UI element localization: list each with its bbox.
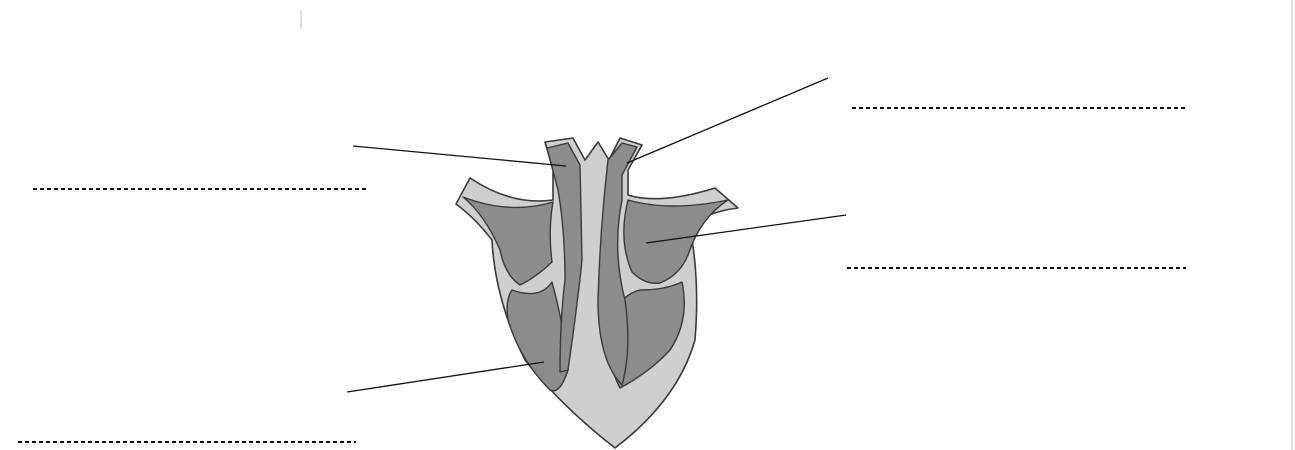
left-upper-chamber [463, 197, 553, 285]
leader-line-top-left [353, 146, 566, 166]
leader-line-bottom-left [347, 362, 544, 392]
right-upper-chamber [624, 200, 728, 283]
heart-outer-wall [456, 138, 738, 448]
leader-line-top-right [627, 78, 828, 163]
